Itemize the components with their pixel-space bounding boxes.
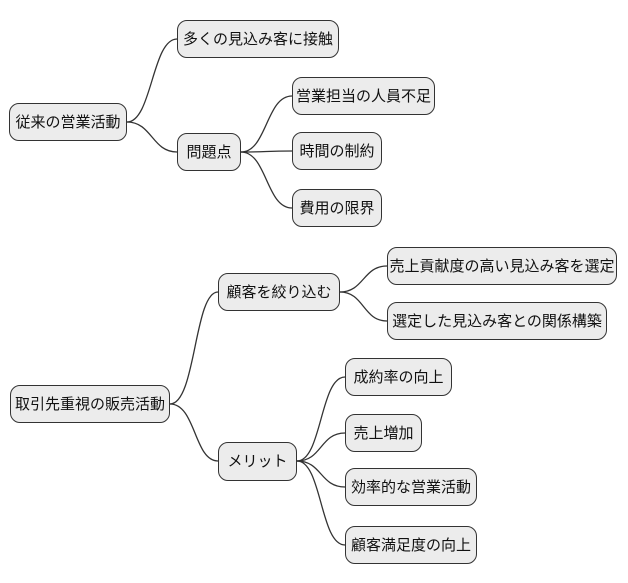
edge-n11-n12 [296,376,346,462]
node-account-focused-sales: 取引先重視の販売活動 [10,385,170,423]
node-higher-close-rate: 成約率の向上 [345,358,452,396]
edge-n11-n14 [296,460,346,488]
node-efficient-sales: 効率的な営業活動 [345,468,477,506]
node-merits: メリット [218,442,297,481]
node-select-high-value-prospects: 売上貢献度の高い見込み客を選定 [387,247,617,285]
edge-n8-n10 [339,291,388,322]
node-time-constraints: 時間の制約 [292,132,382,170]
node-customer-satisfaction: 顧客満足度の向上 [345,526,477,564]
node-staff-shortage: 営業担当の人員不足 [292,77,435,115]
edge-n3-n4 [240,95,293,153]
node-contact-many-prospects: 多くの見込み客に接触 [177,20,339,58]
node-traditional-sales: 従来の営業活動 [9,103,127,141]
node-problems: 問題点 [177,133,241,171]
node-sales-increase: 売上増加 [345,414,422,452]
edge-n1-n3 [126,121,178,153]
edge-n3-n6 [240,151,293,209]
edge-n7-n8 [169,291,219,405]
edge-n7-n11 [169,403,219,462]
edge-n3-n5 [240,150,293,153]
edge-n11-n13 [296,432,346,462]
edge-n1-n2 [126,38,178,123]
edge-n8-n9 [339,265,388,293]
node-build-relationships: 選定した見込み客との関係構築 [387,302,607,340]
node-narrow-down-customers: 顧客を絞り込む [218,273,340,311]
node-cost-limits: 費用の限界 [292,189,382,227]
edge-n11-n15 [296,460,346,546]
